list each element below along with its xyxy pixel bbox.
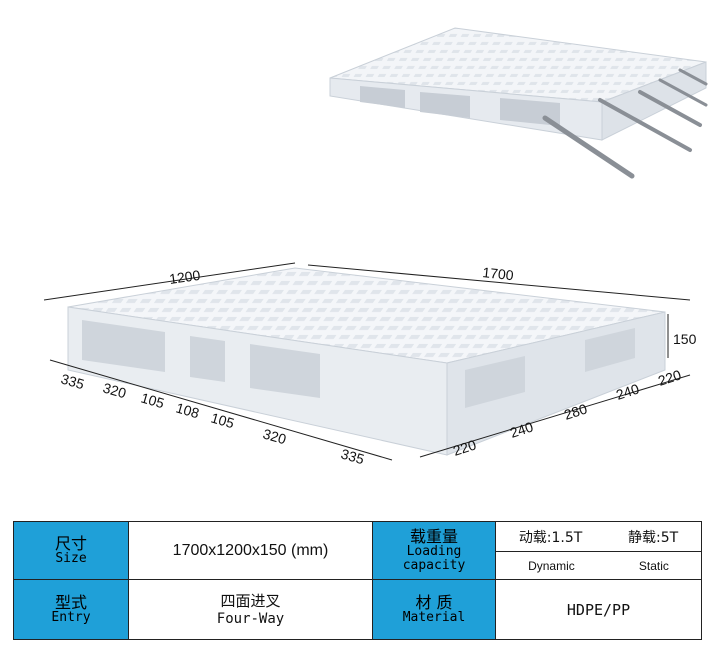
material-label-en: Material [402,610,466,625]
load-values: 动载:1.5T 静载:5T Dynamic Static [495,521,702,580]
entry-label-en: Entry [51,610,91,625]
entry-value-zh: 四面进叉 [220,591,281,610]
side-segment-labels: 220 240 280 240 220 [451,366,683,459]
static-label: Static [638,558,669,573]
entry-header: 型式 Entry [13,579,129,640]
front-segment-labels: 335 320 105 108 105 320 335 [59,371,366,468]
material-value: HDPE/PP [495,579,702,640]
size-header: 尺寸 Size [13,521,129,580]
pallet-dimension-drawing: 1200 1700 150 335 320 105 108 105 320 33… [43,262,697,468]
static-load: 静载:5T [627,529,679,546]
front-seg-6: 320 [261,426,288,448]
dim-height-label: 150 [673,331,697,347]
material-label-zh: 材 质 [415,593,453,612]
load-header: 载重量 Loading capacity [372,521,496,580]
front-seg-7: 335 [339,446,366,468]
front-seg-1: 335 [59,371,86,393]
entry-value-en: Four-Way [216,610,285,627]
size-label-zh: 尺寸 [54,534,87,553]
steel-tubes [542,68,708,179]
size-label-en: Size [55,551,87,566]
dynamic-label: Dynamic [528,558,575,573]
front-seg-2: 320 [101,380,128,402]
side-seg-4: 240 [614,380,641,403]
front-seg-5: 105 [209,410,236,432]
spec-table: 尺寸 Size 1700x1200x150 (mm) 载重量 Loading c… [13,521,702,640]
front-seg-4: 108 [174,400,201,422]
side-seg-5: 220 [656,366,683,389]
pallet-photo-with-steel-tubes [329,27,708,179]
side-seg-2: 240 [508,418,535,441]
entry-label-zh: 型式 [54,593,87,612]
entry-value: 四面进叉 Four-Way [128,579,373,640]
load-label-zh: 载重量 [409,527,458,546]
dim-length-label: 1700 [482,264,515,283]
side-seg-1: 220 [451,436,478,459]
front-seg-3: 105 [139,390,166,412]
load-label-en-2: capacity [402,558,466,573]
side-seg-3: 280 [562,400,589,423]
dim-width-label: 1200 [168,267,201,287]
material-header: 材 质 Material [372,579,496,640]
dynamic-load: 动载:1.5T [518,529,583,546]
load-label-en-1: Loading [406,544,462,559]
size-value: 1700x1200x150 (mm) [128,521,373,580]
